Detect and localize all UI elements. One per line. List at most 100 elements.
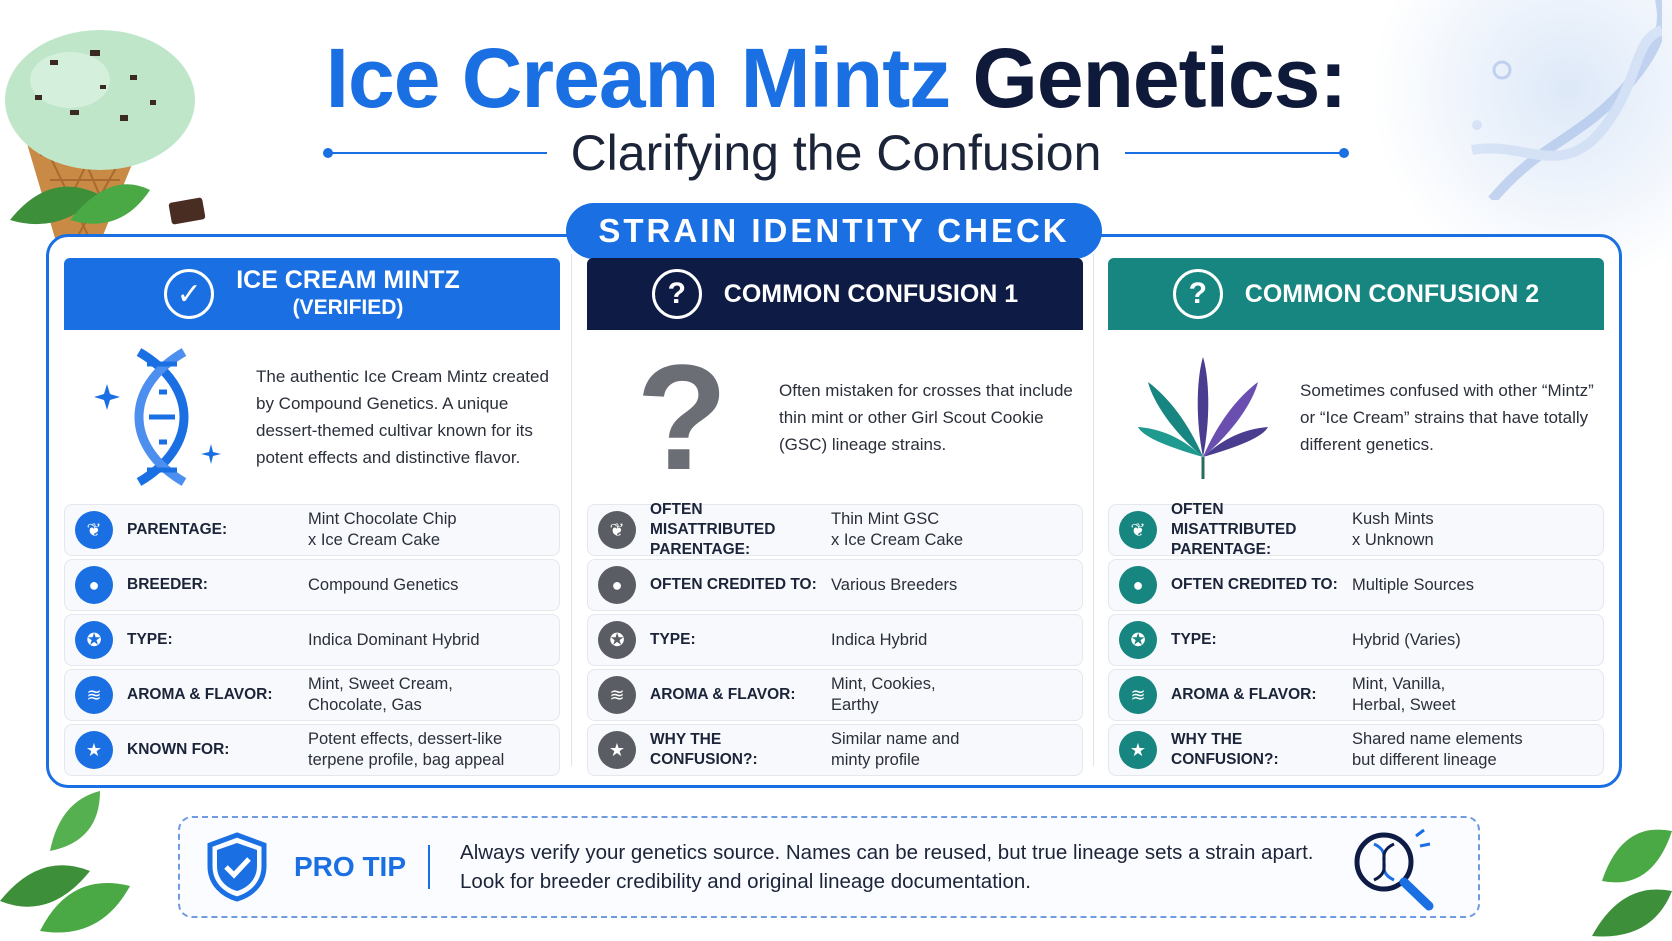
person-icon: ● <box>1119 566 1157 604</box>
row-label: TYPE: <box>1171 631 1217 648</box>
row-value: Compound Genetics <box>308 575 459 594</box>
row-value: Various Breeders <box>831 575 958 594</box>
subtitle-divider-left <box>322 148 547 158</box>
row-label: OFTEN MISATTRIBUTED PARENTAGE: <box>650 501 776 558</box>
row-label: WHY THE CONFUSION?: <box>1171 731 1279 768</box>
row-value: Similar name and minty profile <box>831 730 960 769</box>
page-subtitle: Clarifying the Confusion <box>570 125 1102 181</box>
question-mark-icon: ? <box>636 333 728 501</box>
row-value: Thin Mint GSC x Ice Cream Cake <box>831 510 964 549</box>
award-icon: ✪ <box>598 621 636 659</box>
pro-tip-text: Always verify your genetics source. Name… <box>460 841 1314 893</box>
column-intro: ? Often mistaken for crosses that includ… <box>587 330 1083 504</box>
leaf-icon: ❦ <box>598 511 636 549</box>
table-row: ✪ TYPE: Indica Dominant Hybrid <box>64 614 560 666</box>
table-row: ≋ AROMA & FLAVOR: Mint, Sweet Cream, Choco… <box>64 669 560 721</box>
leaf-icon: ❦ <box>75 511 113 549</box>
row-value: Multiple Sources <box>1352 575 1474 594</box>
column-header: ? COMMON CONFUSION 1 <box>587 258 1083 330</box>
column-description: Sometimes confused with other “Mintz” or… <box>1300 380 1594 454</box>
table-row: ● OFTEN CREDITED TO: Various Breeders <box>587 559 1083 611</box>
table-row: ≋ AROMA & FLAVOR: Mint, Cookies, Earthy <box>587 669 1083 721</box>
row-value: Indica Dominant Hybrid <box>308 630 480 649</box>
question-circle-icon: ? <box>651 269 702 319</box>
row-label: BREEDER: <box>127 576 208 593</box>
table-row: ● BREEDER: Compound Genetics <box>64 559 560 611</box>
aroma-icon: ≋ <box>1119 676 1157 714</box>
page-title: Ice Cream Mintz Genetics: <box>0 28 1672 128</box>
dna-helix-decoration-icon <box>1471 0 1662 200</box>
leaf-icon: ❦ <box>1119 511 1157 549</box>
row-label: AROMA & FLAVOR: <box>650 686 796 703</box>
row-label: AROMA & FLAVOR: <box>127 686 273 703</box>
column-confusion-1: ? COMMON CONFUSION 1 ? Often mistaken fo… <box>587 258 1083 776</box>
star-icon: ★ <box>1119 731 1157 769</box>
row-label: OFTEN CREDITED TO: <box>1171 576 1338 593</box>
magnifier-dna-icon <box>1354 828 1434 911</box>
person-icon: ● <box>75 566 113 604</box>
row-value: Mint Chocolate Chip x Ice Cream Cake <box>308 510 457 549</box>
column-header: ✓ ICE CREAM MINTZ (VERIFIED) <box>64 258 560 330</box>
shield-check-icon <box>207 832 267 902</box>
table-row: ❦ OFTEN MISATTRIBUTED PARENTAGE: Kush Mint… <box>1108 501 1604 558</box>
column-description: The authentic Ice Cream Mintz created by… <box>256 367 549 467</box>
row-label: OFTEN CREDITED TO: <box>650 576 817 593</box>
table-row: ✪ TYPE: Indica Hybrid <box>587 614 1083 666</box>
column-title: COMMON CONFUSION 2 <box>1244 280 1540 308</box>
subtitle-divider-right <box>1125 148 1350 158</box>
row-label: KNOWN FOR: <box>127 741 230 758</box>
attribute-list: ❦ OFTEN MISATTRIBUTED PARENTAGE: Kush Mint… <box>1108 501 1604 776</box>
row-label: TYPE: <box>127 631 173 648</box>
star-icon: ★ <box>598 731 636 769</box>
person-icon: ● <box>598 566 636 604</box>
check-circle-icon: ✓ <box>164 269 215 319</box>
row-value: Shared name elements but different linea… <box>1352 730 1523 769</box>
column-verified: ✓ ICE CREAM MINTZ (VERIFIED) The authent… <box>64 258 560 776</box>
award-icon: ✪ <box>1119 621 1157 659</box>
row-label: WHY THE CONFUSION?: <box>650 731 758 768</box>
attribute-list: ❦ PARENTAGE: Mint Chocolate Chip x Ice Cre… <box>64 504 560 776</box>
mint-leaves-icon <box>1592 829 1672 937</box>
table-row: ★ KNOWN FOR: Potent effects, dessert-like … <box>64 724 560 776</box>
column-divider <box>1093 254 1094 766</box>
attribute-list: ❦ OFTEN MISATTRIBUTED PARENTAGE: Thin Mint… <box>587 501 1083 776</box>
row-label: OFTEN MISATTRIBUTED PARENTAGE: <box>1171 501 1297 558</box>
row-value: Kush Mints x Unknown <box>1352 510 1434 549</box>
pro-tip-label: PRO TIP <box>268 845 431 889</box>
row-value: Mint, Cookies, Earthy <box>831 675 936 714</box>
table-row: ★ WHY THE CONFUSION?: Shared name elements… <box>1108 724 1604 776</box>
aroma-icon: ≋ <box>75 676 113 714</box>
column-description: Often mistaken for crosses that include … <box>779 380 1073 454</box>
column-intro: The authentic Ice Cream Mintz created by… <box>64 330 560 504</box>
row-label: TYPE: <box>650 631 696 648</box>
table-row: ❦ PARENTAGE: Mint Chocolate Chip x Ice Cre… <box>64 504 560 556</box>
row-label: AROMA & FLAVOR: <box>1171 686 1317 703</box>
title-genetics: Genetics: <box>972 31 1348 125</box>
background-glow <box>1352 0 1672 270</box>
column-divider <box>571 254 572 766</box>
column-subtitle: (VERIFIED) <box>292 296 404 319</box>
row-value: Hybrid (Varies) <box>1352 630 1461 649</box>
column-header: ? COMMON CONFUSION 2 <box>1108 258 1604 330</box>
column-title: COMMON CONFUSION 1 <box>723 280 1019 308</box>
column-confusion-2: ? COMMON CONFUSION 2 Sometimes confused … <box>1108 258 1604 776</box>
table-row: ≋ AROMA & FLAVOR: Mint, Vanilla, Herbal, S… <box>1108 669 1604 721</box>
row-value: Indica Hybrid <box>831 630 928 649</box>
row-value: Mint, Sweet Cream, Chocolate, Gas <box>308 675 453 714</box>
strain-identity-badge: STRAIN IDENTITY CHECK <box>566 203 1102 259</box>
ice-cream-cone-icon <box>5 30 206 255</box>
row-value: Mint, Vanilla, Herbal, Sweet <box>1352 675 1456 714</box>
mint-leaves-icon <box>0 791 130 933</box>
table-row: ★ WHY THE CONFUSION?: Similar name and min… <box>587 724 1083 776</box>
subtitle-row: Clarifying the Confusion <box>0 118 1672 188</box>
star-icon: ★ <box>75 731 113 769</box>
column-intro: Sometimes confused with other “Mintz” or… <box>1108 330 1604 504</box>
title-strain-name: Ice Cream Mintz <box>325 31 952 125</box>
award-icon: ✪ <box>75 621 113 659</box>
row-label: PARENTAGE: <box>127 521 228 538</box>
pro-tip-box: PRO TIP Always verify your genetics sour… <box>178 816 1480 918</box>
row-value: Potent effects, dessert-like terpene pro… <box>308 730 505 769</box>
aroma-icon: ≋ <box>598 676 636 714</box>
table-row: ● OFTEN CREDITED TO: Multiple Sources <box>1108 559 1604 611</box>
column-title: ICE CREAM MINTZ <box>236 266 460 294</box>
